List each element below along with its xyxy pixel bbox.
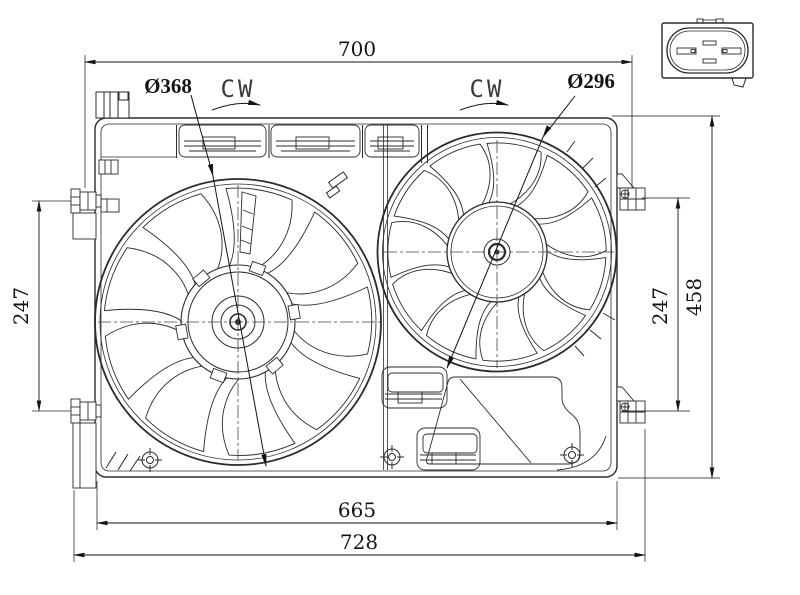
left-fan-rotation-label: CW	[221, 75, 256, 103]
vent-slot	[364, 124, 420, 158]
dim-bottom-outer-width	[73, 429, 646, 562]
top-left-bracket	[95, 91, 130, 119]
dimension-lines	[36, 55, 720, 562]
left-fan-diameter-label: Ø368	[144, 74, 192, 98]
connector-detail	[661, 18, 754, 88]
hatch-marks	[105, 140, 616, 472]
mounting-bolts	[32, 173, 646, 489]
bolt-left-top	[32, 188, 102, 240]
vent-slot	[270, 124, 361, 158]
dim-text-728: 728	[340, 530, 378, 554]
dim-text-247-right: 247	[648, 287, 672, 325]
bottom-modules	[381, 366, 607, 471]
leader-right-fan	[446, 95, 576, 370]
dim-bottom-inner-width	[96, 481, 618, 530]
fan-shroud	[94, 117, 618, 478]
dim-text-458: 458	[682, 278, 706, 316]
screw-boss	[380, 445, 404, 469]
right-fan-rotation-label: CW	[470, 75, 505, 103]
right-fan-diameter-label: Ø296	[567, 69, 615, 93]
cw-arrow-left	[211, 99, 262, 111]
bolt-right-top	[616, 173, 646, 211]
connector-latch-tab	[731, 77, 747, 88]
sloped-panel	[425, 376, 581, 465]
screw-boss	[138, 448, 162, 472]
dim-text-247-left: 247	[9, 287, 33, 325]
module-box-upper	[381, 366, 448, 409]
leader-left-fan	[190, 94, 267, 468]
bolt-left-bottom	[32, 398, 102, 489]
screw-boss	[560, 443, 584, 467]
top-vent-slots	[178, 124, 420, 158]
vent-slot	[178, 124, 267, 158]
dim-right-inner-height	[622, 197, 690, 412]
left-edge-clips	[98, 159, 120, 213]
screw-bosses	[138, 443, 584, 472]
connector-pins	[676, 40, 742, 64]
dim-text-665: 665	[338, 498, 376, 522]
bolt-right-bottom	[616, 386, 646, 424]
dim-text-700: 700	[338, 37, 376, 61]
module-box-lower	[416, 427, 481, 471]
cw-arrow-right	[459, 99, 510, 111]
dim-right-outer-height	[612, 115, 720, 479]
diameter-callouts	[190, 94, 576, 468]
rotation-arrows	[211, 99, 510, 111]
dim-top-width	[84, 55, 633, 188]
